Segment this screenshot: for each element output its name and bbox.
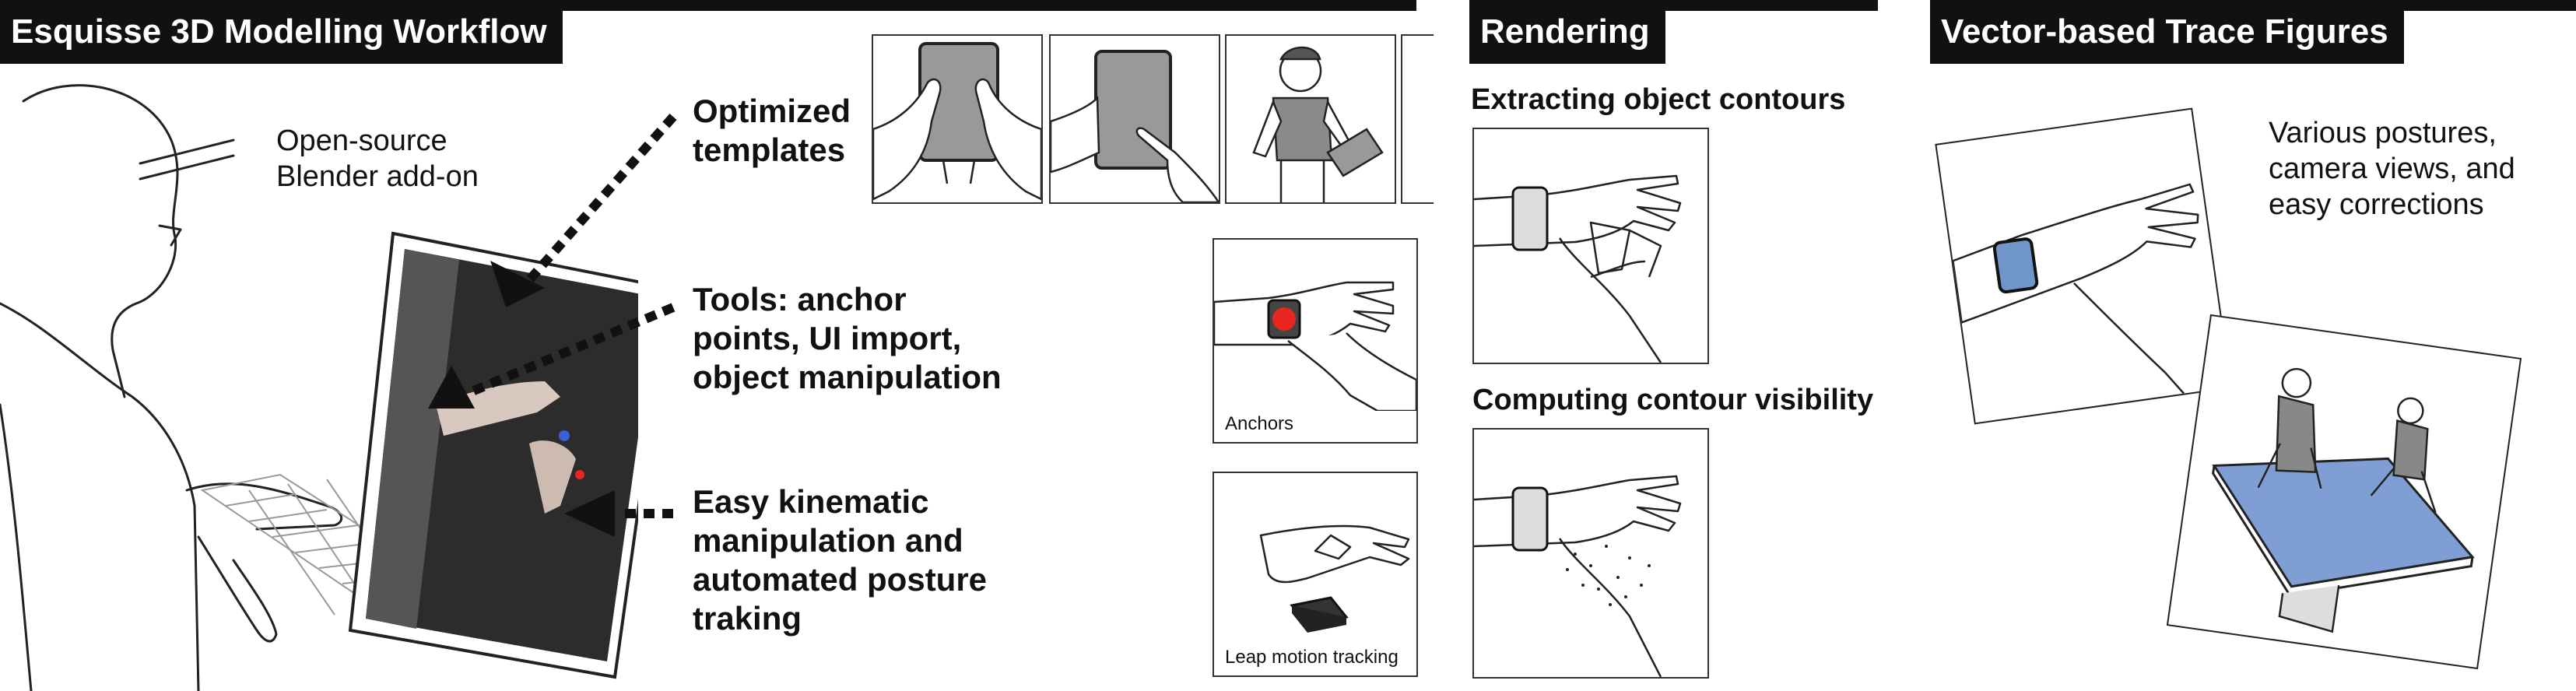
monitor-icon bbox=[348, 231, 638, 679]
person-icon bbox=[2370, 397, 2437, 514]
person-icon bbox=[2257, 367, 2322, 489]
user-at-computer-illustration bbox=[0, 70, 638, 691]
callout-kinematics: Easy kinematic manipulation and automate… bbox=[693, 483, 988, 637]
section-title-rendering: Rendering bbox=[1469, 0, 1665, 64]
vector-description: Various postures, camera views, and easy… bbox=[2269, 117, 2515, 221]
rendering-step-2-panel bbox=[1472, 428, 1709, 679]
arrow-icon bbox=[490, 261, 545, 307]
tool-panel-leap: Leap motion tracking bbox=[1213, 472, 1418, 677]
hand-icon bbox=[1259, 524, 1410, 584]
leap-sensor-icon bbox=[1290, 596, 1349, 633]
arrow-icon bbox=[564, 490, 615, 537]
trace-card-table bbox=[2166, 314, 2522, 670]
rendering-step-2-label: Computing contour visibility bbox=[1472, 384, 1874, 416]
callout-templates: Optimized templates bbox=[693, 93, 851, 168]
hand-icon bbox=[1474, 475, 1682, 677]
addon-text: Open-source Blender add-on bbox=[276, 125, 479, 193]
watch-icon bbox=[1992, 237, 2039, 294]
callout-tools: Tools: anchor points, UI import, object … bbox=[693, 281, 1002, 395]
arrow-icon bbox=[428, 366, 475, 409]
trace-card-watch bbox=[1935, 107, 2232, 425]
template-more-edge bbox=[1401, 34, 1434, 204]
tool-panel-caption: Leap motion tracking bbox=[1225, 647, 1399, 668]
template-two-hands-tablet bbox=[872, 34, 1043, 204]
section-title-modelling: Esquisse 3D Modelling Workflow bbox=[0, 0, 563, 64]
tablet-icon bbox=[1326, 128, 1384, 177]
anchor-point-icon bbox=[1272, 307, 1296, 331]
hand-icon bbox=[1214, 281, 1416, 411]
hand-icon bbox=[1952, 183, 2199, 395]
callout-arrows bbox=[389, 109, 685, 545]
person-icon bbox=[1252, 46, 1353, 202]
watch-icon bbox=[1511, 186, 1549, 251]
tool-panel-anchors: Anchors bbox=[1213, 238, 1418, 444]
rendering-step-1-panel bbox=[1472, 128, 1709, 364]
tool-panel-caption: Anchors bbox=[1225, 413, 1294, 434]
watch-icon bbox=[1511, 486, 1549, 552]
template-one-hand-tablet bbox=[1049, 34, 1220, 204]
section-title-vector: Vector-based Trace Figures bbox=[1930, 0, 2404, 64]
template-person-tablet bbox=[1225, 34, 1396, 204]
rendering-step-1-label: Extracting object contours bbox=[1471, 83, 1846, 116]
hand-icon bbox=[1474, 174, 1682, 363]
